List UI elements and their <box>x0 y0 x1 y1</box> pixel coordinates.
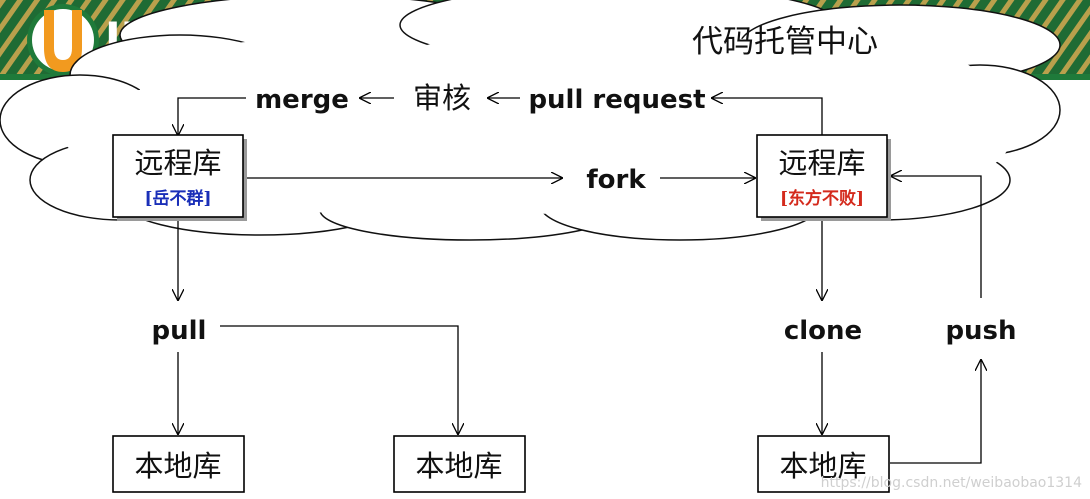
local-repo-2: 本地库 <box>393 435 526 493</box>
remote-repo-right: 远程库 [东方不败] <box>756 134 891 221</box>
remote-repo-right-title: 远程库 <box>778 146 865 180</box>
flow-arrows <box>178 97 982 464</box>
remote-repo-left-owner: [岳不群] <box>144 188 211 209</box>
fork-label: fork <box>586 165 646 195</box>
local-repo-1-label: 本地库 <box>134 449 221 483</box>
pull-request-arrow <box>712 98 823 137</box>
pull-to-local-2-arrow <box>220 325 458 434</box>
merge-label: merge <box>255 85 349 115</box>
cloud-title: 代码托管中心 <box>692 24 878 60</box>
local-repo-2-label: 本地库 <box>415 449 502 483</box>
local-to-push-arrow <box>890 360 981 464</box>
watermark: https://blog.csdn.net/weibaobao1314 <box>821 475 1082 491</box>
push-to-remote-arrow <box>891 176 982 298</box>
review-label: 审核 <box>413 81 471 115</box>
local-repo-3: 本地库 <box>757 435 890 493</box>
local-repo-1: 本地库 <box>112 435 245 493</box>
pull-request-label: pull request <box>528 85 705 115</box>
merge-to-remote-arrow <box>178 97 246 135</box>
remote-repo-left: 远程库 [岳不群] <box>112 134 247 221</box>
pull-label: pull <box>152 316 207 346</box>
remote-repo-right-owner: [东方不败] <box>780 188 864 209</box>
local-repo-3-label: 本地库 <box>779 449 866 483</box>
remote-repo-left-title: 远程库 <box>134 146 221 180</box>
clone-label: clone <box>784 316 862 346</box>
push-label: push <box>945 316 1016 346</box>
